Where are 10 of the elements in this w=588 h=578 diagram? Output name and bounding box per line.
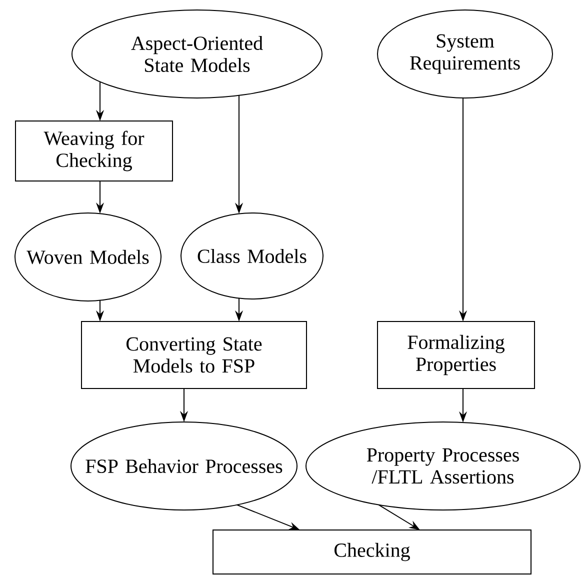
process-box: Converting State Models to FSP: [81, 321, 307, 389]
process-box: Weaving for Checking: [15, 120, 173, 182]
ellipse-node: System Requirements: [377, 10, 553, 98]
ellipse-node: Class Models: [180, 212, 324, 300]
process-box: Formalizing Properties: [377, 321, 535, 389]
ellipse-node: Aspect-Oriented State Models: [72, 10, 322, 98]
process-box: Checking: [212, 530, 532, 574]
ellipse-node: Property Processes /FLTL Assertions: [306, 422, 580, 510]
ellipse-node: Woven Models: [14, 212, 162, 302]
ellipse-node: FSP Behavior Processes: [70, 422, 298, 510]
